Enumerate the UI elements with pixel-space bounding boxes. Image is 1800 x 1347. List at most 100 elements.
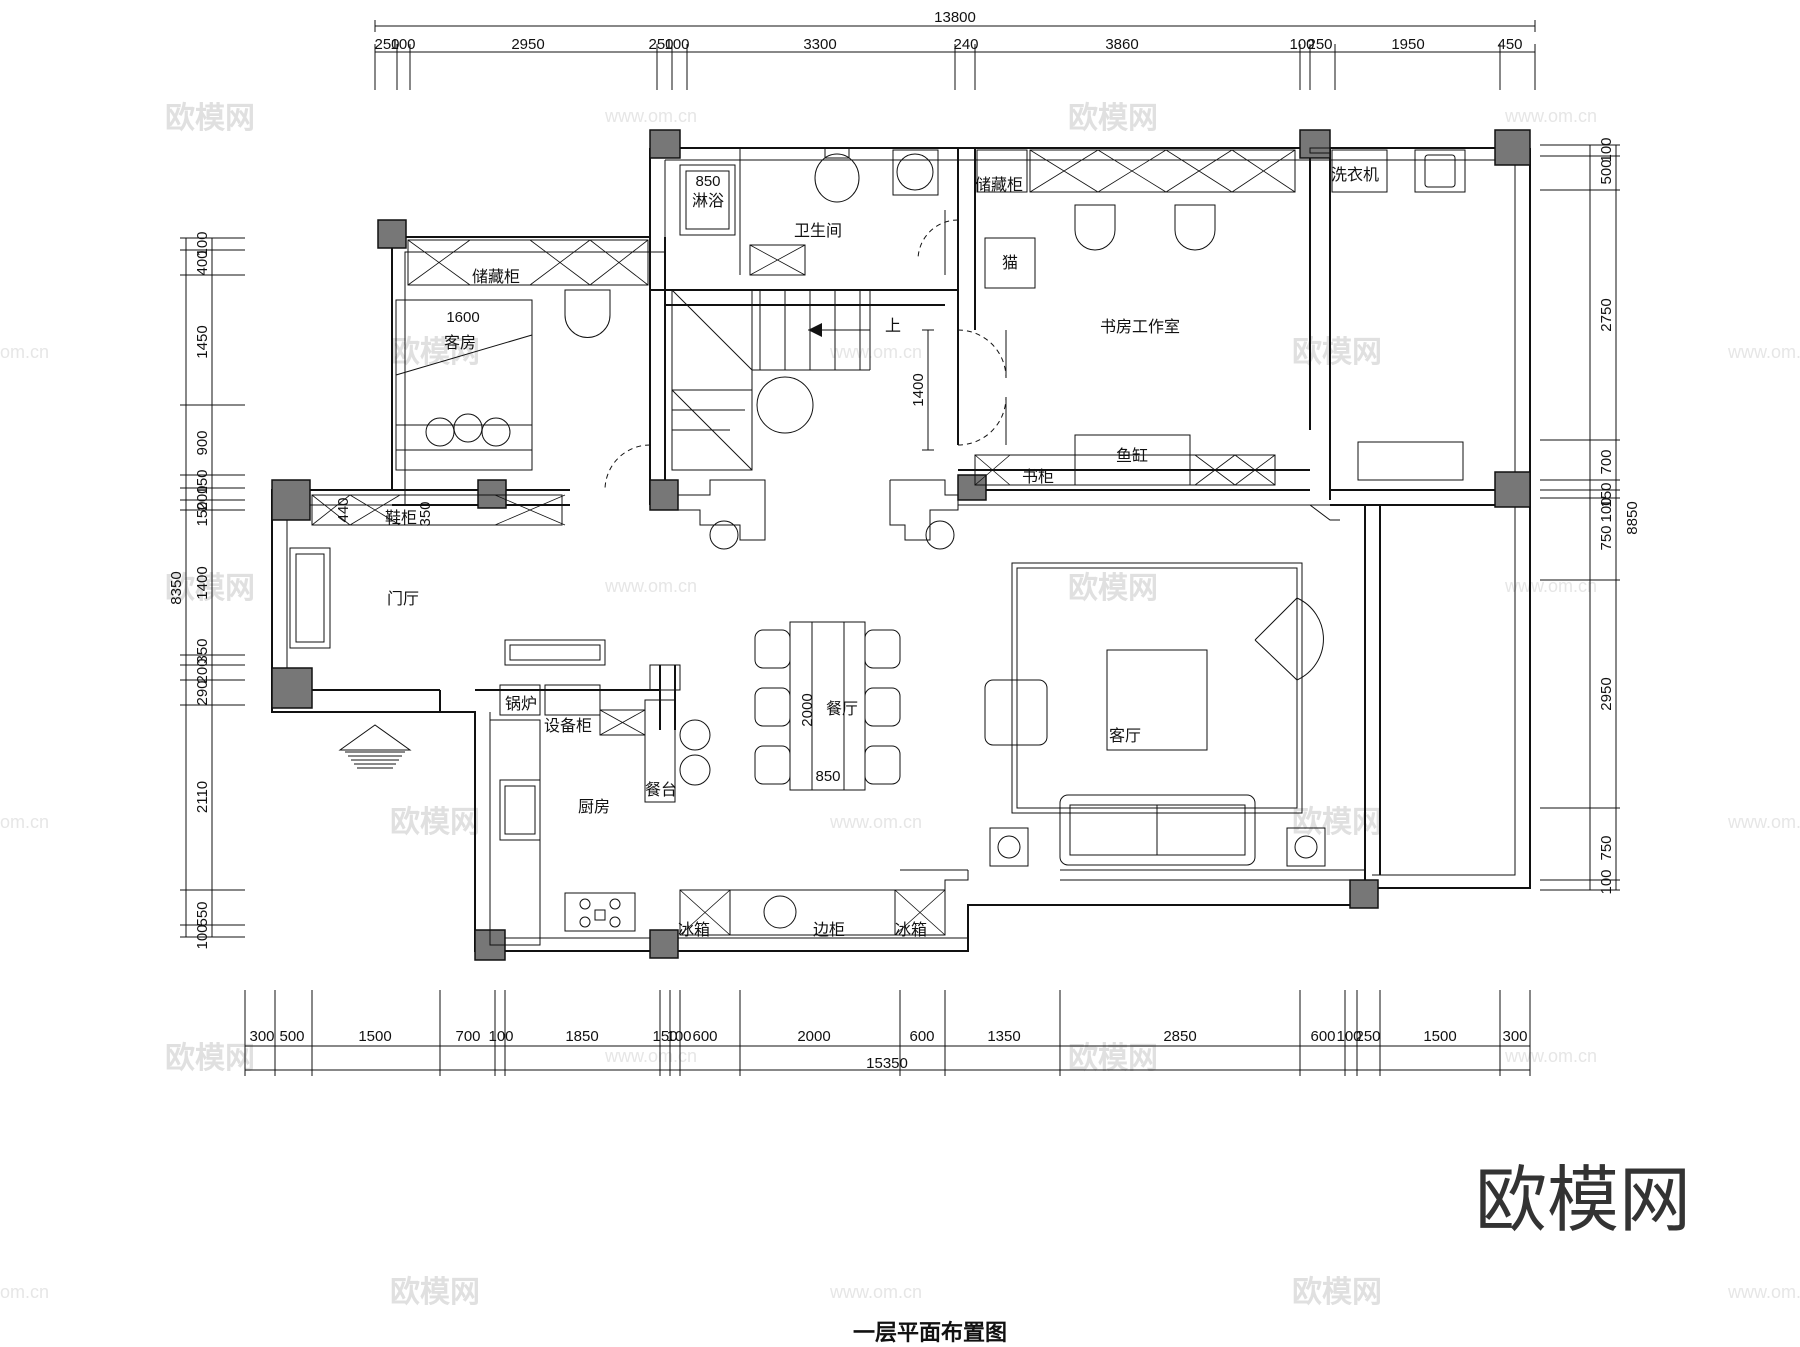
- label-breakfast-bar: 餐台: [645, 780, 677, 799]
- dim-right-4: 700: [1598, 449, 1615, 474]
- dim-right-5: 150: [1598, 482, 1615, 507]
- dim-left-3: 1450: [194, 325, 211, 358]
- dim-right-8: 2950: [1598, 677, 1615, 710]
- label-equipment-cabinet: 设备柜: [544, 716, 592, 735]
- label-study: 书房工作室: [1100, 317, 1180, 336]
- dim-right-1: 100: [1598, 137, 1615, 162]
- label-foyer: 门厅: [387, 589, 419, 608]
- watermark-url: om.cn: [0, 342, 49, 362]
- dim-right-10: 100: [1598, 869, 1615, 894]
- watermark-text: 欧模网: [165, 571, 255, 606]
- structural-columns: [271, 129, 1531, 961]
- dim-left-13: 550: [194, 901, 211, 926]
- dim-left-1: 100: [194, 231, 211, 256]
- dim-bottom-16: 250: [1355, 1028, 1380, 1045]
- watermark-text: 欧模网: [390, 1275, 480, 1310]
- watermark-text: 欧模网: [1292, 805, 1382, 840]
- dim-left-5: 150: [194, 469, 211, 494]
- dim-shoe-depth: 440: [335, 497, 352, 522]
- dim-left-10: 200: [194, 658, 211, 683]
- dimension-bottom: 300 500 1500 700 100 1850 150 100 600 20…: [244, 990, 1531, 1076]
- watermark-url: www.om.cn: [1504, 576, 1597, 596]
- interior-walls: [272, 148, 1530, 888]
- watermark-url: www.om.cn: [1504, 106, 1597, 126]
- dim-bottom-1: 300: [249, 1028, 274, 1045]
- watermark-text: 欧模网: [1292, 335, 1382, 370]
- dim-guest-bed: 1600: [446, 309, 479, 326]
- dim-right-7: 750: [1598, 525, 1615, 550]
- label-sideboard: 边柜: [813, 920, 845, 939]
- watermark-url: www.om.cn: [1727, 812, 1800, 832]
- kitchen-fixtures: [489, 664, 969, 946]
- dim-bottom-11: 600: [909, 1028, 934, 1045]
- watermark-url: www.om.cn: [604, 1046, 697, 1066]
- study-furniture: [974, 200, 1464, 486]
- dim-shower: 850: [695, 173, 720, 190]
- dim-left-2: 400: [194, 250, 211, 275]
- dim-left-14: 100: [194, 924, 211, 949]
- dimension-right: 8850 100 500 2750 700 150 100 750 2950 7…: [1540, 137, 1641, 895]
- label-guest-room: 客房: [444, 333, 476, 352]
- watermark-text: 欧模网: [165, 1041, 255, 1076]
- dim-table-length: 2000: [799, 693, 816, 726]
- dim-top-1: 250: [374, 36, 399, 53]
- watermark-url: www.om.cn: [829, 812, 922, 832]
- dim-bottom-14: 600: [1310, 1028, 1335, 1045]
- dim-right-2: 500: [1598, 159, 1615, 184]
- watermark-url: www.om.cn: [1727, 1282, 1800, 1302]
- dim-bottom-17: 1500: [1423, 1028, 1456, 1045]
- dim-bottom-12: 1350: [987, 1028, 1020, 1045]
- label-living: 客厅: [1109, 726, 1141, 745]
- brand-logo: 欧模网: [1475, 1158, 1691, 1242]
- dim-top-4: 250: [648, 36, 673, 53]
- dim-left-12: 2110: [194, 781, 211, 813]
- arrow-up-icon: [808, 323, 822, 337]
- dim-right-9: 750: [1598, 835, 1615, 860]
- dim-right-6: 100: [1598, 497, 1615, 522]
- dim-top-6: 3300: [803, 36, 836, 53]
- dim-bottom-13: 2850: [1163, 1028, 1196, 1045]
- watermark-text: 欧模网: [1068, 571, 1158, 606]
- label-fish-tank: 鱼缸: [1116, 446, 1148, 465]
- label-dining: 餐厅: [826, 699, 858, 718]
- dim-bottom-7: 150: [652, 1028, 677, 1045]
- dim-shoe-width: 350: [417, 501, 434, 526]
- label-fridge-1: 冰箱: [678, 920, 710, 939]
- watermark-text: 欧模网: [1292, 1275, 1382, 1310]
- dim-right-3: 2750: [1598, 298, 1615, 331]
- dimension-left: 8350 100 400 1450 900 150 200 150 1400 3…: [168, 231, 245, 950]
- dim-left-total: 8350: [168, 571, 185, 604]
- dim-top-2: 100: [390, 36, 415, 53]
- staircase: [671, 289, 1007, 471]
- dim-top-8: 3860: [1105, 36, 1138, 53]
- dim-top-12: 450: [1497, 36, 1522, 53]
- entrance-steps: [678, 479, 1340, 550]
- dim-top-5: 100: [664, 36, 689, 53]
- dim-bottom-9: 600: [692, 1028, 717, 1045]
- dim-top-7: 240: [953, 36, 978, 53]
- watermark-url: www.om.cn: [604, 106, 697, 126]
- watermark-url: www.om.cn: [829, 342, 922, 362]
- dim-left-7: 150: [194, 501, 211, 526]
- dim-left-11: 290: [194, 680, 211, 705]
- dim-bottom-5: 100: [488, 1028, 513, 1045]
- label-shower: 淋浴: [692, 191, 724, 210]
- dim-bottom-10: 2000: [797, 1028, 830, 1045]
- dim-bottom-3: 1500: [358, 1028, 391, 1045]
- dim-top-total: 13800: [934, 9, 976, 26]
- watermark-url: www.om.cn: [829, 1282, 922, 1302]
- watermark-url: www.om.cn: [1504, 1046, 1597, 1066]
- label-cat: 猫: [1002, 253, 1018, 272]
- storage-cabinets: [407, 147, 1466, 286]
- entrance-arrow-icon: [338, 724, 412, 769]
- watermark-url: om.cn: [0, 812, 49, 832]
- living-room-furniture: [984, 560, 1366, 881]
- dim-top-11: 1950: [1391, 36, 1424, 53]
- watermark-text: 欧模网: [390, 805, 480, 840]
- label-washer: 洗衣机: [1331, 165, 1379, 184]
- foyer-fixtures: [289, 494, 606, 769]
- dim-bottom-18: 300: [1502, 1028, 1527, 1045]
- dim-left-4: 900: [194, 430, 211, 455]
- dim-bottom-15: 100: [1336, 1028, 1361, 1045]
